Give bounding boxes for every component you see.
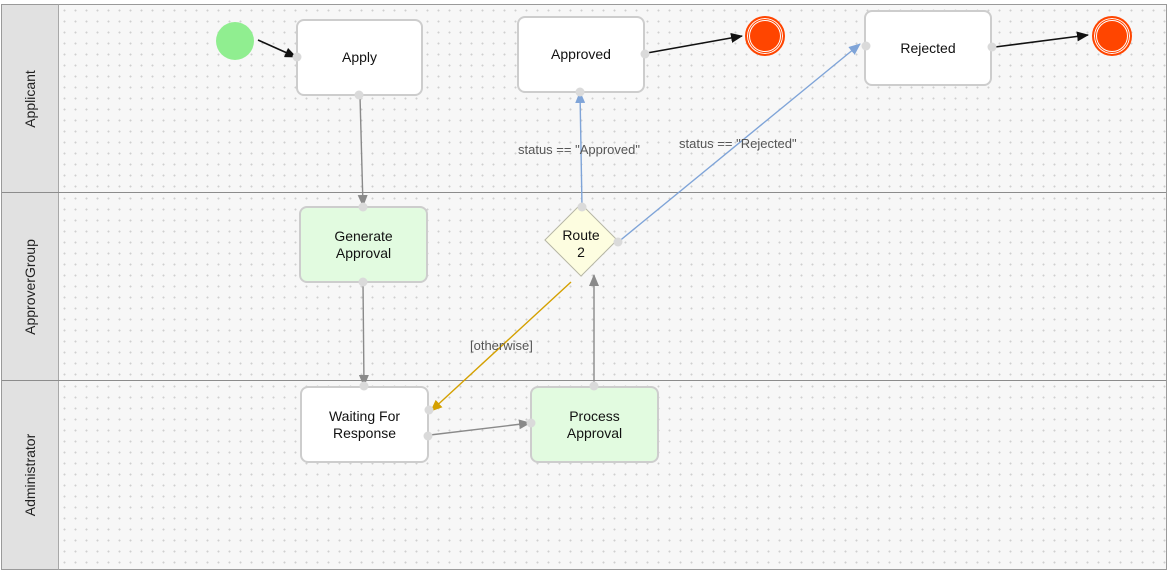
lane-divider: [1, 192, 1167, 193]
lane-border: [1, 4, 2, 570]
port[interactable]: [358, 202, 368, 212]
port[interactable]: [424, 405, 434, 415]
edge-approved-to-end[interactable]: [646, 33, 743, 54]
task-rejected-label: Rejected: [900, 39, 956, 56]
port[interactable]: [589, 381, 599, 391]
gateway-route-2-label: Route 2: [562, 227, 600, 260]
lane-header-applicant[interactable]: Applicant: [1, 4, 59, 192]
port[interactable]: [359, 381, 369, 391]
edge-label-otherwise: [otherwise]: [470, 338, 533, 353]
edge-generate-to-waiting[interactable]: [358, 282, 369, 387]
edge-waiting-to-process[interactable]: [429, 419, 531, 436]
end-event-rejected[interactable]: [1092, 16, 1132, 56]
end-event-approved[interactable]: [745, 16, 785, 56]
lane-approver-body: [59, 193, 1167, 380]
task-generate-approval[interactable]: Generate Approval: [299, 206, 428, 283]
port[interactable]: [526, 418, 536, 428]
task-process-approval[interactable]: Process Approval: [530, 386, 659, 463]
lane-divider: [1, 380, 1167, 381]
task-process-approval-label: Process Approval: [566, 407, 623, 441]
lane-header-approver[interactable]: ApproverGroup: [1, 193, 59, 380]
edge-route-to-waiting[interactable]: [430, 281, 572, 412]
task-apply[interactable]: Apply: [296, 19, 423, 96]
port[interactable]: [613, 237, 623, 247]
port[interactable]: [575, 87, 585, 97]
edge-start-to-apply[interactable]: [257, 39, 297, 58]
task-approved-label: Approved: [551, 46, 611, 62]
lane-header-admin[interactable]: Administrator: [1, 381, 59, 570]
lane-border: [1166, 4, 1167, 570]
task-waiting-for-response-label: Waiting For Response: [328, 407, 401, 441]
port[interactable]: [358, 277, 368, 287]
task-apply-label: Apply: [341, 49, 378, 65]
edge-rejected-to-end[interactable]: [994, 31, 1089, 48]
port[interactable]: [577, 202, 587, 212]
edge-label-rejected: status == "Rejected": [679, 136, 797, 151]
edge-apply-to-generate[interactable]: [357, 95, 368, 207]
port[interactable]: [640, 49, 650, 59]
port[interactable]: [987, 42, 997, 52]
start-event[interactable]: [216, 22, 254, 60]
task-generate-approval-label: Generate Approval: [334, 227, 393, 261]
task-approved[interactable]: Approved: [517, 16, 645, 93]
edge-label-approved: status == "Approved": [518, 142, 640, 157]
port[interactable]: [861, 41, 871, 51]
task-waiting-for-response[interactable]: Waiting For Response: [300, 386, 429, 463]
task-rejected[interactable]: Rejected: [864, 10, 992, 86]
port[interactable]: [292, 52, 302, 62]
edge-route-to-rejected[interactable]: [616, 43, 861, 244]
port[interactable]: [423, 431, 433, 441]
port[interactable]: [354, 90, 364, 100]
edge-route-to-approved[interactable]: [575, 91, 586, 208]
